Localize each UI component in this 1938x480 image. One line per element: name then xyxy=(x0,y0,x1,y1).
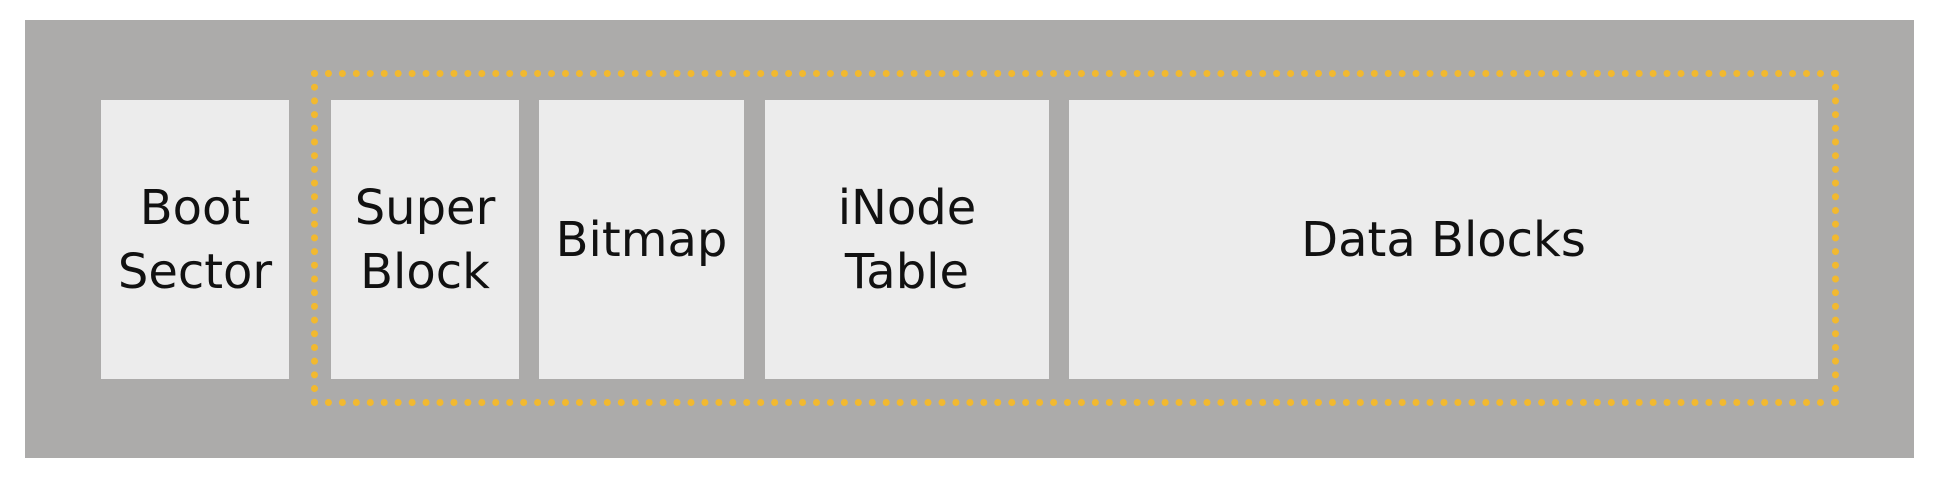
inode-table-block: iNode Table xyxy=(765,100,1049,379)
super-block: Super Block xyxy=(331,100,519,379)
filesystem-region-outline xyxy=(311,70,1839,406)
boot-sector-block: Boot Sector xyxy=(101,100,289,379)
data-blocks-block: Data Blocks xyxy=(1069,100,1818,379)
bitmap-block: Bitmap xyxy=(539,100,744,379)
